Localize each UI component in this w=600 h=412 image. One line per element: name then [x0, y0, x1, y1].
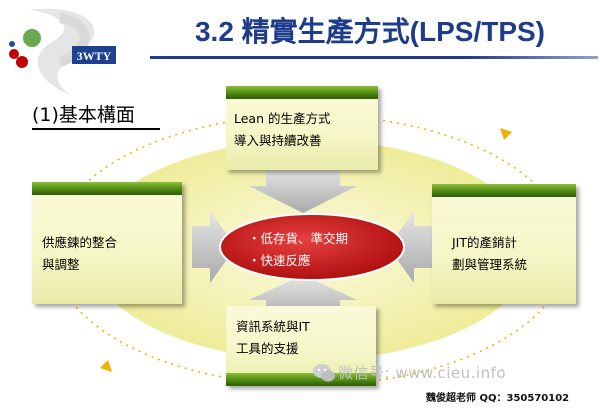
- logo-globe-icon: [23, 29, 41, 47]
- center-ellipse: [219, 213, 405, 281]
- arrow-left: [388, 211, 432, 283]
- box-right-line2: 劃與管理系統: [452, 257, 528, 272]
- subtitle-underline: [32, 128, 160, 130]
- logo: 3WTY: [0, 0, 160, 110]
- box-right-line1: JIT的產銷計: [452, 235, 518, 250]
- box-supply-chain: 供應鍊的整合 與調整: [32, 182, 182, 304]
- watermark-text: 微信号: www.cieu.info: [338, 364, 507, 382]
- slide-title: 3.2 精實生產方式(LPS/TPS): [194, 16, 546, 47]
- box-bottom-line2: 工具的支援: [236, 341, 299, 356]
- center-goals: ・低存貨、準交期 ・快速反應: [248, 228, 388, 272]
- arrow-down: [249, 168, 357, 213]
- logo-text: 3WTY: [77, 49, 112, 63]
- box-it-support: 資訊系統與IT 工具的支援: [226, 306, 376, 386]
- wechat-icon: [313, 364, 335, 382]
- box-lean-production: Lean 的生產方式 導入與持續改善: [226, 86, 378, 170]
- box-left-line1: 供應鍊的整合: [42, 235, 118, 250]
- slide-subtitle: (1)基本構面: [32, 104, 135, 126]
- center-item-1: ・低存貨、準交期: [248, 231, 349, 246]
- box-top-line1: Lean 的生產方式: [234, 111, 331, 126]
- box-top-line2: 導入與持續改善: [234, 133, 322, 148]
- center-item-2: ・快速反應: [248, 253, 311, 268]
- box-jit-system: JIT的產銷計 劃與管理系統: [432, 184, 576, 304]
- arrow-right: [192, 211, 236, 283]
- box-bottom-line1: 資訊系統與IT: [236, 319, 310, 334]
- author-credit: 魏俊超老师 QQ：350570102: [426, 393, 570, 404]
- title-divider: [150, 56, 598, 59]
- box-left-line2: 與調整: [42, 257, 80, 272]
